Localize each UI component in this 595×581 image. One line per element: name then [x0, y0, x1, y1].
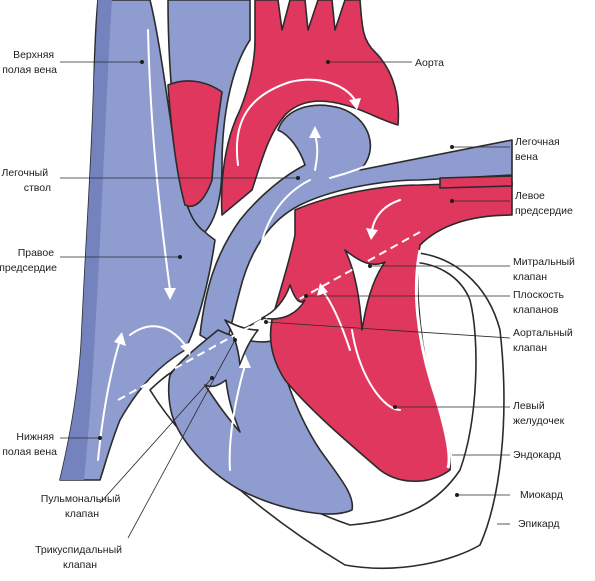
label-left-ventricle: Левый желудочек	[513, 400, 565, 427]
leader-lines	[60, 60, 511, 539]
label-myocardium: Миокард	[520, 489, 563, 501]
tricuspid-valve-leaflets	[204, 379, 241, 433]
valve-plane-line	[117, 231, 421, 401]
aortic-valve-cusps	[261, 284, 306, 320]
label-superior-vena-cava: Верхняя полая вена	[2, 49, 57, 76]
label-pulmonary-vein: Легочная вена	[515, 136, 563, 163]
pulmonary-vein-band	[439, 175, 513, 189]
label-pulmonary-trunk: Легочный ствол	[1, 167, 51, 194]
label-aorta: Аорта	[415, 57, 444, 69]
label-mitral-valve: Митральный клапан	[513, 256, 578, 283]
flow-arrows	[97, 29, 412, 471]
vena-cava-shadow	[60, 0, 112, 480]
aortic-root-pocket	[167, 80, 223, 207]
label-pulmonary-valve: Пульмональный клапан	[41, 493, 124, 520]
label-right-atrium: Правое предсердие	[0, 247, 57, 274]
label-epicardium: Эпикард	[518, 518, 560, 530]
aorta	[220, 0, 400, 216]
label-left-atrium: Левое предсердие	[515, 190, 573, 217]
label-valve-plane: Плоскость клапанов	[513, 289, 567, 316]
pulmonary-trunk	[199, 104, 513, 351]
label-aortic-valve: Аортальный клапан	[513, 327, 576, 354]
label-tricuspid-valve: Трикуспидальный клапан	[35, 544, 125, 571]
mitral-valve-leaflets	[344, 249, 386, 331]
label-endocardium: Эндокард	[513, 449, 561, 461]
endocardium-line	[414, 249, 451, 469]
right-ventricle	[167, 329, 354, 515]
label-inferior-vena-cava: Нижняя полая вена	[2, 431, 57, 458]
